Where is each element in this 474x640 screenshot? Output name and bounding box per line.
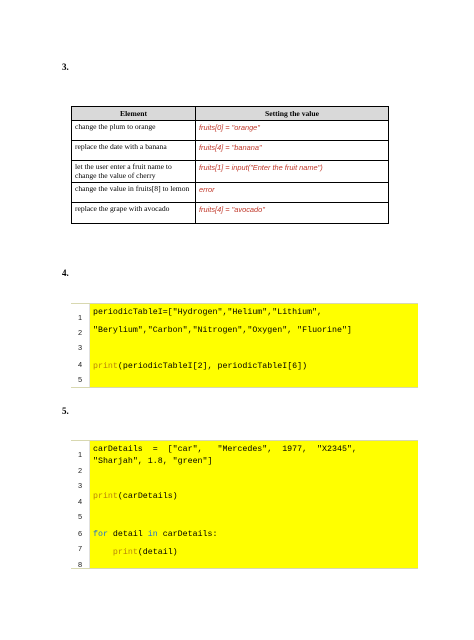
header-setting-value: Setting the value — [195, 106, 389, 121]
in-keyword: in — [147, 530, 158, 539]
table-header-row: Element Setting the value — [71, 106, 389, 121]
element-cell: change the value in fruits[8] to lemon — [71, 182, 196, 203]
print-arguments: (carDetails) — [117, 492, 178, 501]
question-number-5: 5. — [62, 406, 69, 416]
line-number: 2 — [77, 328, 83, 337]
line-number: 5 — [77, 375, 83, 384]
value-cell: fruits[4] = "banana" — [195, 140, 389, 161]
print-arguments: (periodicTableI[2], periodicTableI[6]) — [117, 362, 308, 371]
element-cell: replace the grape with avocado — [71, 202, 196, 224]
value-cell: error — [195, 182, 389, 203]
element-cell: let the user enter a fruit name to chang… — [71, 160, 196, 183]
indent — [93, 548, 113, 557]
line-number: 3 — [77, 343, 83, 352]
line-number: 7 — [77, 544, 83, 553]
line-number: 4 — [77, 360, 83, 369]
code-line-6: for detail in carDetails: — [93, 530, 414, 539]
question-number-3: 3. — [62, 62, 69, 72]
print-arguments: (detail) — [137, 548, 178, 557]
table-row: let the user enter a fruit name to chang… — [71, 160, 389, 183]
line-number: 2 — [77, 466, 83, 475]
value-cell: fruits[1] = input("Enter the fruit name"… — [195, 160, 389, 183]
table-row: change the plum to orange fruits[0] = "o… — [71, 120, 389, 141]
line-number: 1 — [77, 313, 83, 322]
code-line-1: periodicTableI=["Hydrogen","Helium","Lit… — [93, 308, 323, 317]
table-row: replace the grape with avocado fruits[4]… — [71, 202, 389, 224]
code-line-4: print(carDetails) — [93, 492, 414, 501]
line-number: 3 — [77, 481, 83, 490]
value-cell: fruits[0] = "orange" — [195, 120, 389, 141]
fruits-value-table: Element Setting the value change the plu… — [71, 106, 389, 224]
line-number: 8 — [77, 560, 83, 569]
code-line-4: print(periodicTableI[2], periodicTableI[… — [93, 362, 414, 371]
line-number-gutter: 1 2 3 4 5 — [71, 304, 90, 387]
print-keyword: print — [93, 362, 118, 371]
line-number: 4 — [77, 497, 83, 506]
code-line-1: carDetails = ["car", "Mercedes", 1977, "… — [93, 445, 357, 454]
print-keyword: print — [112, 548, 138, 557]
header-element: Element — [71, 106, 196, 121]
code-block-periodic-table: 1 2 3 4 5 periodicTableI=["Hydrogen","He… — [71, 303, 418, 388]
code-line-2: "Berylium","Carbon","Nitrogen","Oxygen",… — [93, 326, 352, 335]
code-line-7: print(detail) — [93, 548, 414, 557]
line-number: 6 — [77, 529, 83, 538]
question-number-4: 4. — [62, 268, 69, 278]
print-keyword: print — [93, 492, 118, 501]
loop-variable: detail — [107, 530, 148, 539]
line-number: 1 — [77, 450, 83, 459]
value-cell: fruits[4] = "avocado" — [195, 202, 389, 224]
line-number-gutter: 1 2 3 4 5 6 7 8 — [71, 441, 90, 569]
line-number: 5 — [77, 512, 83, 521]
element-cell: replace the date with a banana — [71, 140, 196, 161]
code-line-1-continued: "Sharjah", 1.8, "green"] — [93, 457, 213, 466]
table-row: change the value in fruits[8] to lemon e… — [71, 182, 389, 203]
table-row: replace the date with a banana fruits[4]… — [71, 140, 389, 161]
code-block-car-details: 1 2 3 4 5 6 7 8 carDetails = ["car", "Me… — [71, 440, 418, 569]
for-keyword: for — [93, 530, 108, 539]
element-cell: change the plum to orange — [71, 120, 196, 141]
loop-iterable: carDetails: — [157, 530, 218, 539]
